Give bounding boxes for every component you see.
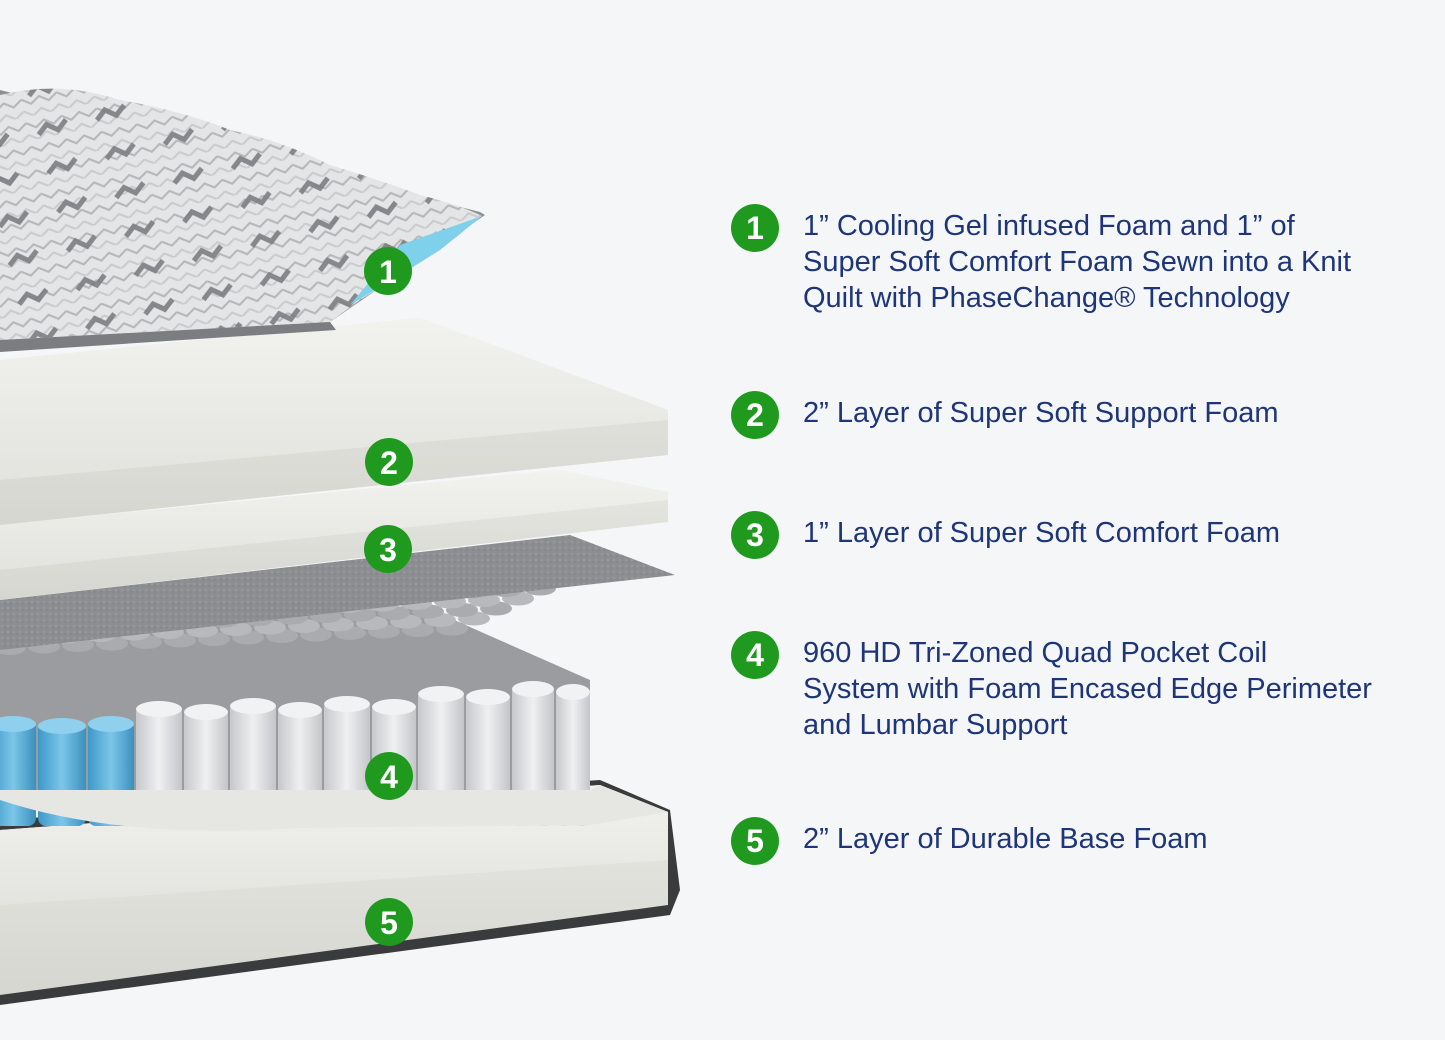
marker-3: 3 [364,525,412,573]
quilt-top-layer [0,88,485,352]
legend-text-3: 1” Layer of Super Soft Comfort Foam [803,517,1281,549]
legend-item-4: 4 960 HD Tri-Zoned Quad Pocket Coil Syst… [731,631,1431,743]
coil-cap [512,681,554,697]
legend-text-4: 960 HD Tri-Zoned Quad Pocket Coil System… [803,637,1372,741]
legend-badge-2: 2 [731,391,779,439]
comfort-foam-layer [0,470,668,600]
coil-cap [184,704,228,720]
coil-cap [88,716,134,732]
legend-text-2: 2” Layer of Super Soft Support Foam [803,397,1279,429]
coil-cap [278,702,322,718]
legend-badge-5: 5 [731,817,779,865]
legend-item-3: 3 1” Layer of Super Soft Comfort Foam [731,511,1431,559]
marker-1-label: 1 [379,254,397,290]
coil-cap [324,696,370,712]
coil-cap [230,698,276,714]
pocket-coil-layer [0,581,668,831]
coil-cap [372,699,416,715]
coil-cap [466,689,510,705]
marker-2: 2 [365,438,413,486]
legend-item-5: 5 2” Layer of Durable Base Foam [731,817,1431,865]
legend-text-5: 2” Layer of Durable Base Foam [803,823,1208,855]
marker-4-label: 4 [380,759,398,795]
marker-1: 1 [364,247,412,295]
coil-cap [0,716,36,732]
coil-cap [38,718,86,734]
legend-text-1: 1” Cooling Gel infused Foam and 1” of Su… [803,210,1352,314]
marker-4: 4 [365,752,413,800]
marker-3-label: 3 [379,532,397,568]
legend-item-1: 1 1” Cooling Gel infused Foam and 1” of … [731,204,1431,316]
legend-badge-4: 4 [731,631,779,679]
coil-cap [556,684,590,700]
marker-5: 5 [365,898,413,946]
legend-badge-1: 1 [731,204,779,252]
coil-pocket-blue [0,720,36,826]
coil-cap [136,701,182,717]
marker-5-label: 5 [380,905,398,941]
coil-cap [418,686,464,702]
mattress-layers-illustration: 1 2 3 4 5 [0,88,680,1005]
felt-pad-layer [0,535,675,650]
legend-badge-3: 3 [731,511,779,559]
support-foam-layer [0,318,668,525]
legend-item-2: 2 2” Layer of Super Soft Support Foam [731,391,1431,439]
marker-2-label: 2 [380,445,398,481]
